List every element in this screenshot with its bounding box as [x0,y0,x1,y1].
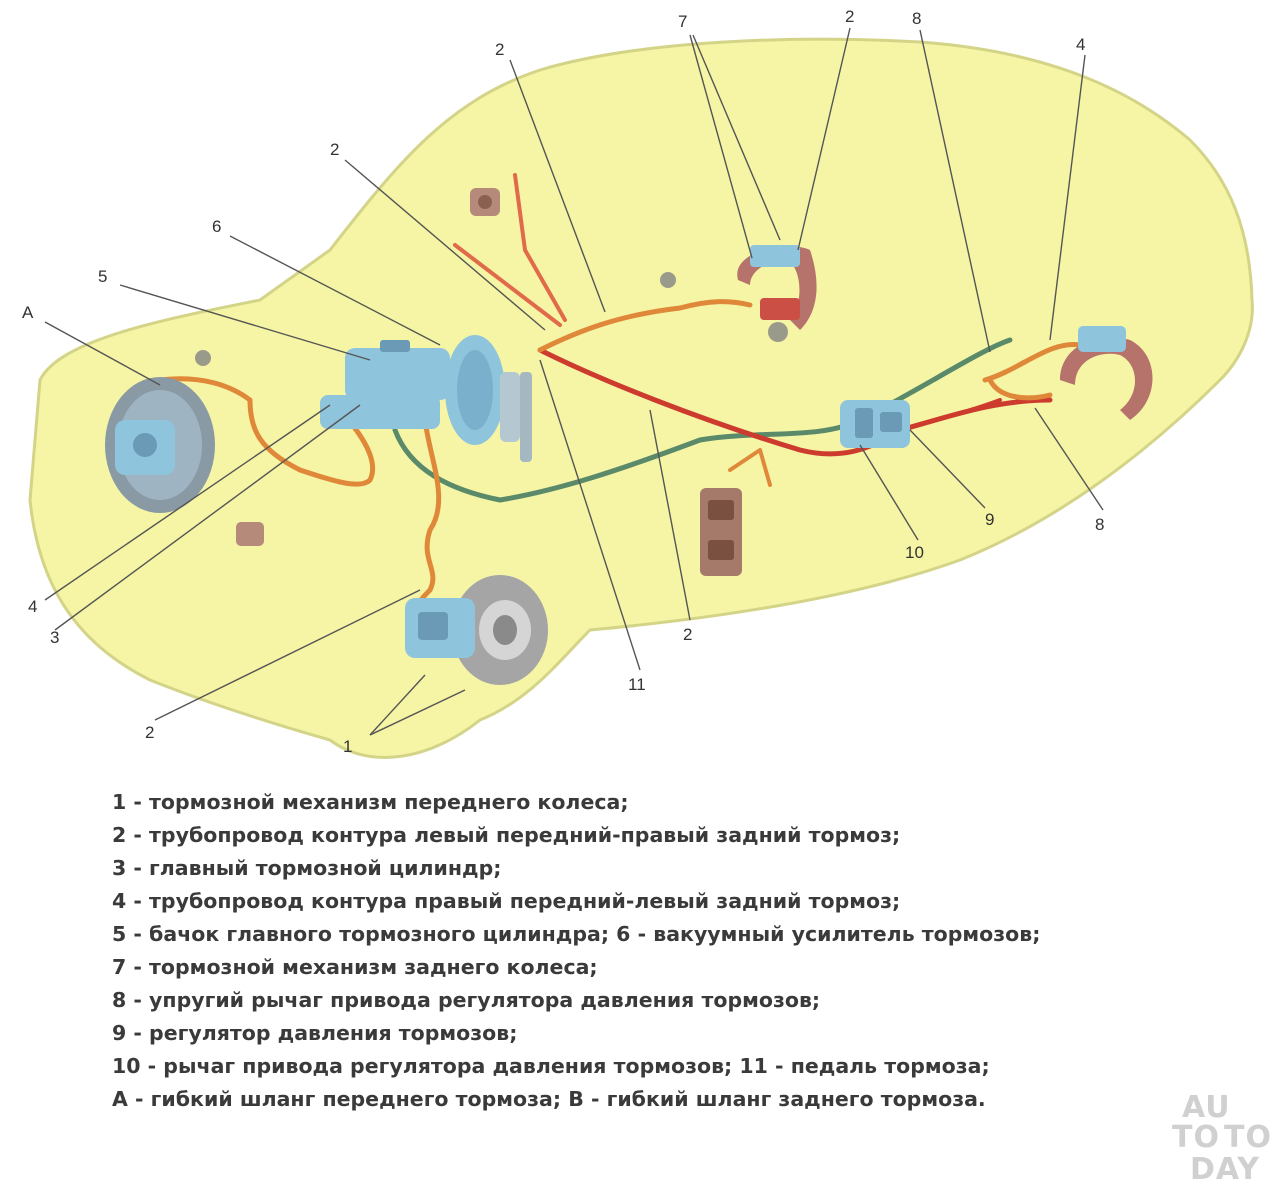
callout-10: 10 [905,543,924,562]
pressure-regulator [840,400,910,448]
brake-line-rear-right [982,341,1083,401]
legend-item: 9 - регулятор давления тормозов; [112,1021,518,1045]
callout-2-bottom: 2 [683,625,692,644]
callout-7: 7 [678,12,687,31]
loose-part-small-2 [195,350,211,366]
loose-part-top [470,188,500,216]
autotoday-watermark: AU TO TO DAY [1160,1090,1278,1188]
brake-line-bottom-branch [728,448,772,487]
brake-line-red-branch [453,173,567,327]
legend-item: 4 - трубопровод контура правый передний-… [112,889,901,913]
front-right-wheel-brake [405,575,548,685]
watermark-line-2a: TO [1172,1120,1220,1155]
car-body-silhouette [28,37,1254,759]
callout-4-right: 4 [1076,35,1085,54]
legend-item: А - гибкий шланг переднего тормоза; В - … [112,1087,986,1111]
callout-2-bottom-left: 2 [145,723,154,742]
legend-item: 7 - тормозной механизм заднего колеса; [112,955,598,979]
callout-a: А [22,303,34,322]
brake-line-green [392,337,1013,503]
callout-6: 6 [212,217,221,236]
callout-1: 1 [343,737,352,756]
leader-lines [44,27,1104,736]
rear-left-drum-brake [737,245,817,342]
brake-line-red-upper [537,299,753,353]
callout-11: 11 [628,675,646,694]
master-cylinder-assembly [320,335,532,462]
watermark-line-2b: TO [1224,1120,1272,1155]
front-left-wheel-brake [105,377,215,513]
callout-8-top: 8 [912,9,921,28]
callout-3: 3 [50,628,59,647]
callout-5: 5 [98,267,107,286]
legend-item: 3 - главный тормозной цилиндр; [112,856,502,880]
legend-item: 1 - тормозной механизм переднего колеса; [112,790,629,814]
loose-part-bottom [700,488,742,576]
watermark-line-3: DAY [1190,1152,1260,1187]
loose-part-small-1 [660,272,676,288]
legend-item: 8 - упругий рычаг привода регулятора дав… [112,988,821,1012]
legend-item: 5 - бачок главного тормозного цилиндра; … [112,922,1041,946]
callout-4-left: 4 [28,597,37,616]
callout-2-top-right: 2 [845,7,854,26]
rear-right-drum-brake [1060,326,1153,420]
callout-8-bottom: 8 [1095,515,1104,534]
callout-labels: А 5 6 2 2 7 2 8 4 8 9 10 2 11 4 3 2 1 [22,7,1104,756]
callout-2-top: 2 [495,40,504,59]
diagram-legend: 1 - тормозной механизм переднего колеса;… [112,786,1232,1116]
legend-item: 10 - рычаг привода регулятора давления т… [112,1054,990,1078]
brake-system-diagram: А 5 6 2 2 7 2 8 4 8 9 10 2 11 4 3 2 1 [22,7,1254,759]
callout-9: 9 [985,510,994,529]
legend-item: 2 - трубопровод контура левый передний-п… [112,823,901,847]
brake-line-front-left [157,376,376,487]
loose-part-left [236,522,264,546]
callout-2-top-left: 2 [330,140,339,159]
watermark-line-1: AU [1182,1090,1231,1125]
